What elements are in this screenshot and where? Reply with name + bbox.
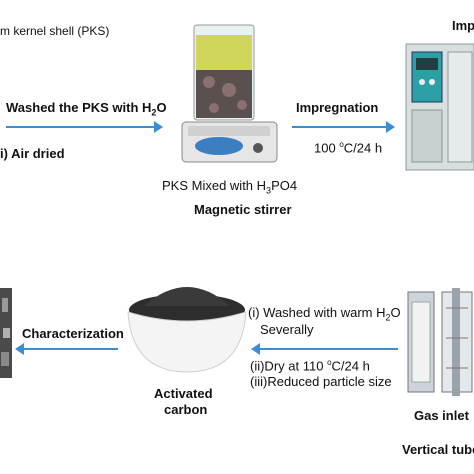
sem-image (0, 288, 12, 378)
air-dried-label: i) Air dried (0, 146, 65, 161)
characterization-label: Characterization (22, 326, 124, 341)
arrow-wash-to-stirrer (6, 121, 163, 133)
impregnation-conditions: 100 oC/24 h (314, 140, 383, 156)
oven-label: Impr (452, 18, 474, 33)
gas-inlet-label: Gas inlet (414, 408, 469, 423)
stirrer-caption: PKS Mixed with H3PO4 (162, 178, 298, 196)
arrow-stirrer-to-oven (292, 121, 395, 133)
arrow-furnace-to-carbon (251, 343, 398, 355)
tube-furnace-image (407, 288, 473, 396)
magnetic-stirrer-image (181, 24, 278, 163)
reduce-particle-label: (iii)Reduced particle size (250, 374, 392, 389)
activated-carbon-image (127, 287, 247, 373)
stirrer-title: Magnetic stirrer (194, 202, 292, 217)
wash-warm-water-label: (i) Washed with warm H2O (248, 305, 401, 323)
arrow-carbon-to-characterization (15, 343, 118, 355)
dry-conditions-label: (ii)Dry at 110 oC/24 h (250, 358, 370, 374)
wash-pks-label: Washed the PKS with H2O (6, 100, 167, 118)
activated-carbon-title-1: Activated (154, 386, 213, 401)
wash-severally-label: Severally (260, 322, 314, 337)
impregnation-label: Impregnation (296, 100, 379, 115)
activated-carbon-title-2: carbon (164, 402, 208, 417)
pks-label: m kernel shell (PKS) (0, 24, 110, 38)
vertical-tube-label: Vertical tube (402, 442, 474, 457)
oven-image (405, 43, 474, 171)
